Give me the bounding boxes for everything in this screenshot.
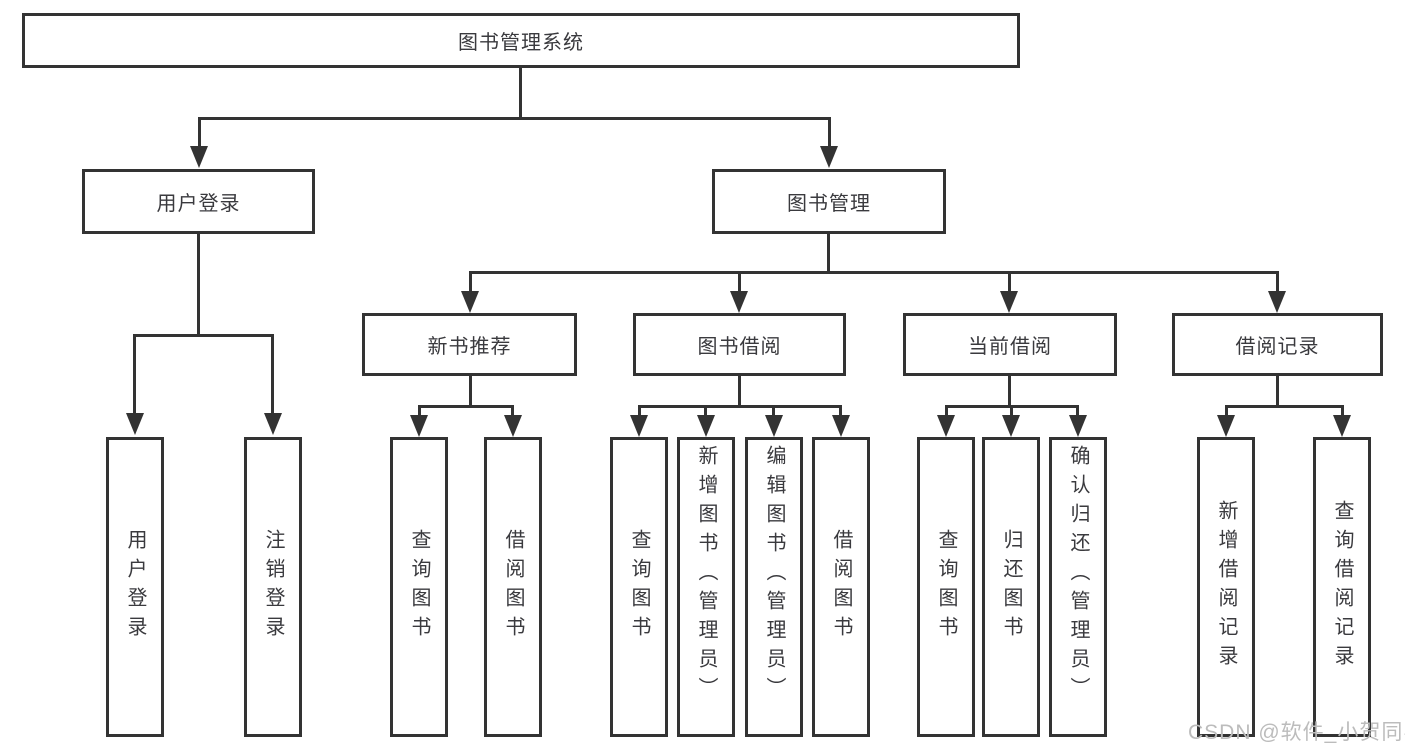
leaf-return-book: 归还图书 — [982, 437, 1040, 737]
leaf-confirm-return-admin: 确认归还（管理员） — [1049, 437, 1107, 737]
leaf-label: 借阅图书 — [830, 529, 852, 645]
connector-line — [1225, 405, 1228, 417]
connector-line — [197, 234, 200, 337]
leaf-label: 注销登录 — [262, 529, 284, 645]
arrowhead-icon — [1268, 291, 1286, 313]
arrowhead-icon — [765, 415, 783, 437]
arrowhead-icon — [1069, 415, 1087, 437]
leaf-label: 查询图书 — [628, 529, 650, 645]
csdn-watermark: CSDN @软件_小贺同学 — [1188, 721, 1405, 744]
node-label: 借阅记录 — [1235, 336, 1320, 358]
arrowhead-icon — [832, 415, 850, 437]
connector-line — [271, 334, 274, 415]
node-borrow-record: 借阅记录 — [1172, 313, 1383, 376]
leaf-label: 查询借阅记录 — [1331, 500, 1353, 674]
connector-line — [839, 405, 842, 417]
arrowhead-icon — [730, 291, 748, 313]
arrowhead-icon — [1000, 291, 1018, 313]
leaf-add-borrow-record: 新增借阅记录 — [1197, 437, 1255, 737]
leaf-label: 用户登录 — [124, 529, 146, 645]
arrowhead-icon — [937, 415, 955, 437]
leaf-label: 新增借阅记录 — [1215, 500, 1237, 674]
leaf-edit-book-admin: 编辑图书（管理员） — [745, 437, 803, 737]
connector-line — [511, 405, 514, 417]
node-user-login: 用户登录 — [82, 169, 315, 234]
connector-line — [1276, 271, 1279, 293]
connector-line — [828, 117, 831, 148]
connector-line — [1076, 405, 1079, 417]
root-node-label: 图书管理系统 — [458, 32, 584, 54]
connector-line — [198, 117, 201, 148]
node-book-management: 图书管理 — [712, 169, 946, 234]
arrowhead-icon — [1002, 415, 1020, 437]
connector-line — [704, 405, 707, 417]
leaf-user-login: 用户登录 — [106, 437, 164, 737]
node-label: 新书推荐 — [427, 336, 512, 358]
arrowhead-icon — [126, 413, 144, 435]
arrowhead-icon — [1217, 415, 1235, 437]
leaf-borrow-book-2: 借阅图书 — [812, 437, 870, 737]
connector-line — [1008, 271, 1011, 293]
leaf-query-borrow-record: 查询借阅记录 — [1313, 437, 1371, 737]
node-current-borrow: 当前借阅 — [903, 313, 1117, 376]
leaf-label: 借阅图书 — [502, 529, 524, 645]
root-node-library-system: 图书管理系统 — [22, 13, 1020, 68]
arrowhead-icon — [1333, 415, 1351, 437]
connector-line — [418, 405, 514, 408]
connector-line — [469, 376, 472, 407]
connector-line — [1276, 376, 1279, 407]
connector-line — [133, 334, 274, 337]
connector-line — [1010, 405, 1013, 417]
leaf-add-book-admin: 新增图书（管理员） — [677, 437, 735, 737]
connector-line — [418, 405, 421, 417]
connector-line — [1225, 405, 1344, 408]
arrowhead-icon — [190, 146, 208, 168]
connector-line — [198, 117, 831, 120]
connector-line — [738, 271, 741, 293]
leaf-query-book-1: 查询图书 — [390, 437, 448, 737]
connector-line — [772, 405, 775, 417]
arrowhead-icon — [264, 413, 282, 435]
arrowhead-icon — [461, 291, 479, 313]
node-label: 图书借阅 — [697, 336, 782, 358]
connector-line — [638, 405, 842, 408]
connector-line — [133, 334, 136, 415]
leaf-label: 归还图书 — [1000, 529, 1022, 645]
leaf-label: 新增图书（管理员） — [695, 445, 717, 706]
leaf-logout: 注销登录 — [244, 437, 302, 737]
connector-line — [738, 376, 741, 407]
connector-line — [469, 271, 1279, 274]
connector-line — [519, 68, 522, 119]
node-book-borrow: 图书借阅 — [633, 313, 846, 376]
leaf-label: 查询图书 — [935, 529, 957, 645]
node-label: 用户登录 — [156, 193, 241, 215]
connector-line — [827, 234, 830, 274]
connector-line — [1341, 405, 1344, 417]
leaf-label: 编辑图书（管理员） — [763, 445, 785, 706]
leaf-label: 确认归还（管理员） — [1067, 445, 1089, 706]
node-label: 图书管理 — [787, 193, 871, 215]
connector-line — [945, 405, 948, 417]
arrowhead-icon — [820, 146, 838, 168]
node-label: 当前借阅 — [968, 336, 1052, 358]
leaf-query-book-2: 查询图书 — [610, 437, 668, 737]
leaf-label: 查询图书 — [408, 529, 430, 645]
leaf-borrow-book-1: 借阅图书 — [484, 437, 542, 737]
connector-line — [469, 271, 472, 293]
connector-line — [638, 405, 641, 417]
connector-line — [1008, 376, 1011, 407]
arrowhead-icon — [697, 415, 715, 437]
arrowhead-icon — [630, 415, 648, 437]
arrowhead-icon — [410, 415, 428, 437]
arrowhead-icon — [504, 415, 522, 437]
node-new-book-recommend: 新书推荐 — [362, 313, 577, 376]
leaf-query-book-3: 查询图书 — [917, 437, 975, 737]
